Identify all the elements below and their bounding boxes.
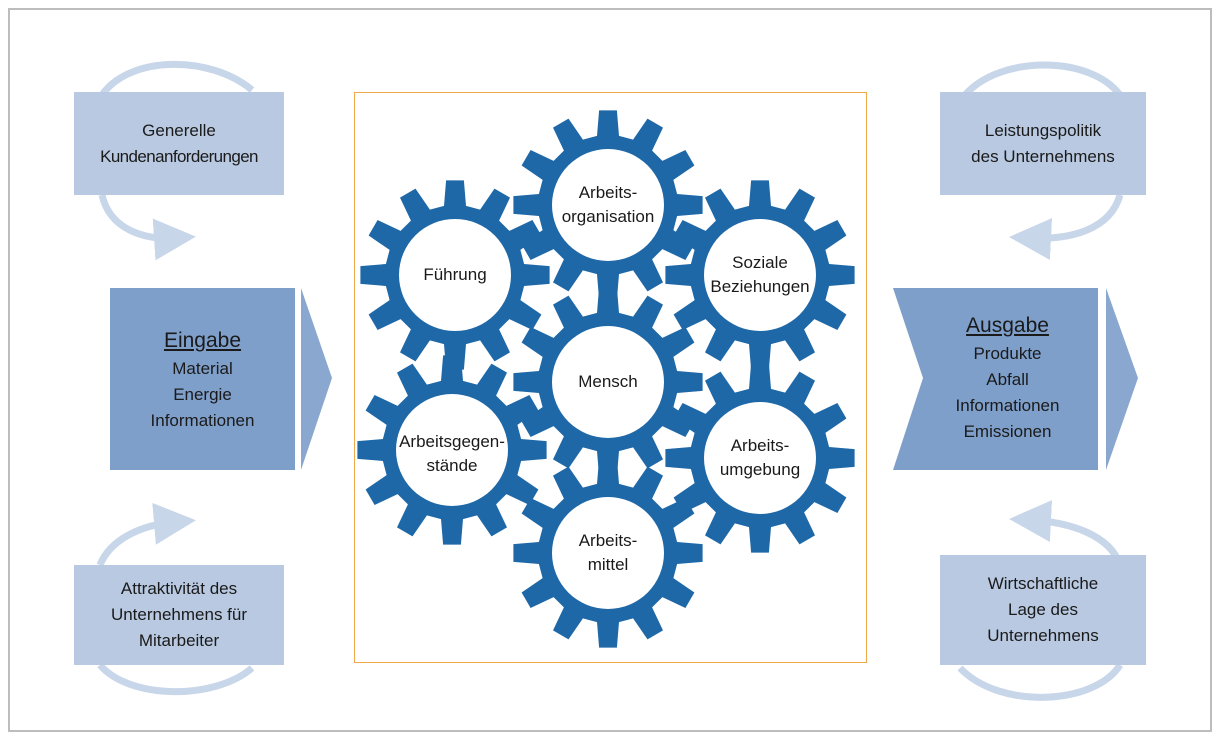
output-item: Emissionen	[963, 422, 1052, 441]
gear-label-arbeitsumgebung: Arbeits- umgebung	[700, 434, 820, 482]
diagram-frame	[8, 8, 1212, 732]
influence-text: des Unternehmens	[971, 146, 1115, 166]
gear-mensch	[513, 287, 703, 477]
influence-text: Generelle	[142, 120, 216, 140]
cycle-arrow-top-left-lower	[98, 194, 196, 261]
input-arrow	[110, 288, 332, 470]
influence-text: Leistungspolitik	[984, 120, 1102, 140]
gear-arbeitsgegenstaende	[357, 355, 547, 545]
input-item: Material	[172, 359, 233, 378]
influence-text: Lage des	[1008, 600, 1078, 619]
gear-text: Führung	[423, 265, 487, 284]
gear-text: organisation	[561, 207, 655, 226]
output-text: Ausgabe Produkte Abfall Informationen Em…	[915, 311, 1100, 445]
gear-text: stände	[426, 456, 478, 475]
output-item: Produkte	[973, 344, 1042, 363]
gear-arbeitsumgebung	[665, 363, 855, 553]
cycle-arrow-bottom-right-lower	[957, 662, 1123, 701]
work-system-panel	[354, 92, 867, 663]
input-text: Eingabe Material Energie Informationen	[110, 326, 295, 434]
influence-text: Wirtschaftliche	[987, 574, 1099, 593]
cycle-arrow-top-left-upper	[99, 60, 255, 98]
gear-label-fuehrung: Führung	[395, 263, 515, 287]
gear-arbeitsmittel	[513, 458, 703, 648]
output-item: Abfall	[986, 370, 1029, 389]
influence-box-top-left: Generelle Kundenanforderungen	[74, 92, 284, 195]
gear-text: Arbeits-	[578, 531, 638, 550]
influence-text: Unternehmens	[987, 626, 1099, 645]
cycle-arrow-bottom-left-lower	[97, 662, 255, 696]
gear-label-mensch: Mensch	[548, 370, 668, 394]
gear-arbeitsorganisation	[513, 110, 703, 300]
gear-text: Arbeits-	[578, 183, 638, 202]
input-item: Energie	[173, 385, 232, 404]
influence-box-bottom-right: Wirtschaftliche Lage des Unternehmens	[940, 555, 1146, 665]
gear-label-arbeitsgegenstaende: Arbeitsgegen- stände	[392, 430, 512, 478]
input-item: Informationen	[150, 411, 255, 430]
gear-text: Soziale	[732, 253, 788, 272]
input-heading: Eingabe	[163, 329, 242, 352]
influence-text: Mitarbeiter	[138, 631, 220, 650]
gear-label-soziale-beziehungen: Soziale Beziehungen	[700, 251, 820, 299]
influence-box-bottom-left: Attraktivität des Unternehmens für Mitar…	[74, 565, 284, 665]
gear-label-arbeitsmittel: Arbeits- mittel	[548, 529, 668, 577]
gear-text: mittel	[587, 555, 629, 574]
gear-fuehrung	[360, 180, 550, 370]
gear-label-arbeitsorganisation: Arbeits- organisation	[548, 181, 668, 229]
cycle-arrow-top-right-upper	[962, 61, 1123, 98]
influence-text: Kundenanforderungen	[100, 146, 258, 166]
influence-box-top-right: Leistungspolitik des Unternehmens	[940, 92, 1146, 195]
output-heading: Ausgabe	[966, 314, 1049, 337]
gear-text: Arbeitsgegen-	[399, 432, 505, 451]
cycle-arrow-bottom-left-upper	[96, 502, 196, 567]
influence-text: Unternehmens für	[110, 605, 248, 624]
gear-text: umgebung	[719, 460, 801, 479]
cycle-arrow-top-right-lower	[1009, 193, 1124, 261]
influence-text: Attraktivität des	[120, 579, 238, 598]
gear-text: Arbeits-	[730, 436, 790, 455]
output-arrow	[893, 288, 1138, 470]
gear-text: Mensch	[578, 372, 638, 391]
gear-text: Beziehungen	[710, 277, 810, 296]
gear-soziale-beziehungen	[665, 180, 855, 370]
output-item: Informationen	[955, 396, 1060, 415]
